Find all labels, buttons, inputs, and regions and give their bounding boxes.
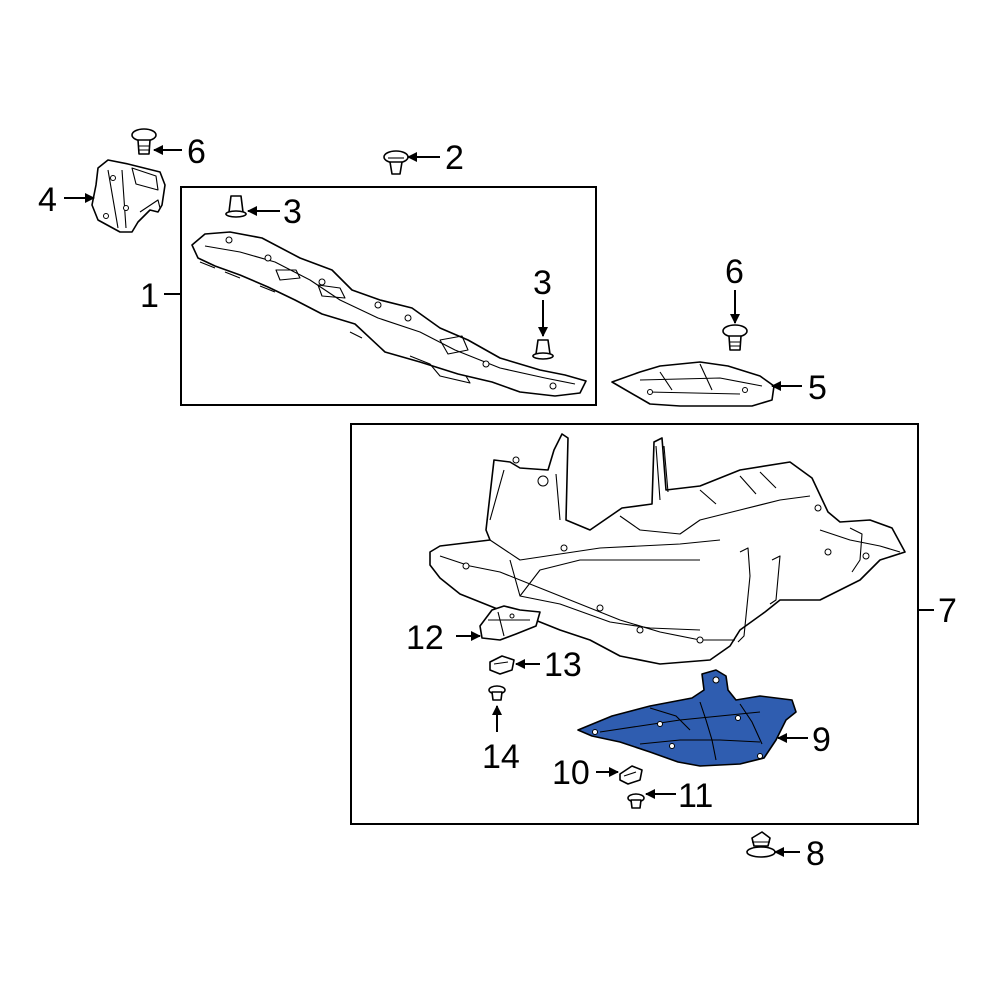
callout-3b: 3 [533, 264, 552, 302]
part-1-splash-shield[interactable] [191, 231, 587, 397]
callout-2: 2 [445, 139, 464, 177]
part-11-bolt[interactable] [627, 793, 645, 809]
part-13-nut[interactable] [489, 655, 515, 675]
callout-5: 5 [808, 369, 827, 407]
callout-10: 10 [552, 754, 590, 792]
part-8-clip[interactable] [746, 831, 776, 858]
part-14-bolt[interactable] [488, 685, 506, 701]
part-5-shield[interactable] [611, 361, 775, 407]
callout-14: 14 [482, 738, 520, 776]
part-12-bracket[interactable] [479, 605, 541, 641]
callout-11: 11 [678, 777, 713, 815]
part-6-clip-right[interactable] [722, 324, 748, 351]
part-9-shield-highlighted[interactable] [577, 669, 797, 767]
callout-12: 12 [406, 619, 444, 657]
part-7-undercover[interactable] [429, 433, 906, 665]
callout-6b: 6 [725, 253, 744, 291]
callout-8: 8 [806, 835, 825, 873]
part-6-clip-left[interactable] [131, 128, 157, 155]
callout-3a: 3 [283, 193, 302, 231]
part-2-clip[interactable] [383, 150, 409, 175]
callout-1: 1 [140, 277, 159, 315]
part-3-clip-upper[interactable] [225, 195, 247, 218]
group-box-lower [350, 423, 919, 825]
callout-9: 9 [812, 721, 831, 759]
callout-6a: 6 [187, 133, 206, 171]
group-box-upper [180, 186, 597, 406]
callout-4: 4 [38, 181, 57, 219]
part-4-bracket[interactable] [91, 159, 166, 233]
callout-7: 7 [938, 592, 957, 630]
part-10-nut[interactable] [619, 765, 643, 785]
part-3-clip-lower[interactable] [532, 339, 554, 360]
callout-13: 13 [544, 646, 582, 684]
